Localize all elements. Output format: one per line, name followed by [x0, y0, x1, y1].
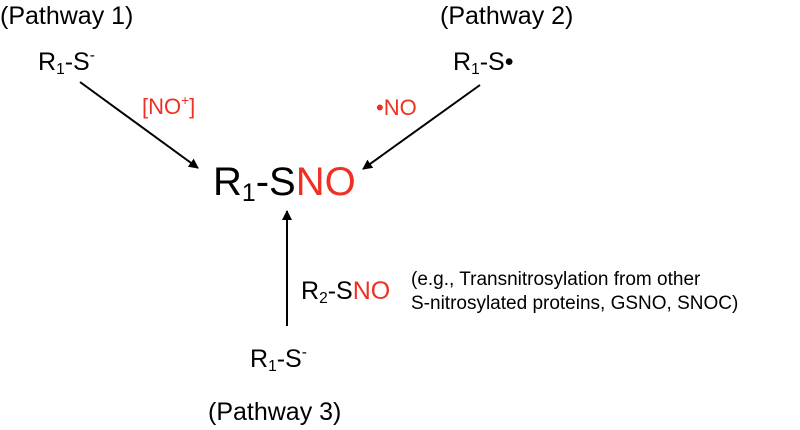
donor-snitrosothiol: R2-SNO — [301, 277, 391, 307]
reactant-thiolate: -S — [64, 48, 90, 76]
pathway-2-title: (Pathway 2) — [440, 2, 574, 30]
reactant-subscript: 1 — [268, 357, 277, 375]
reactant-charge: - — [301, 343, 307, 361]
reactant-charge: - — [89, 46, 95, 64]
pathway-1-arrow — [79, 81, 199, 169]
reactant-thiyl-radical: -S• — [479, 48, 514, 76]
product-sulfur: -S — [255, 160, 296, 204]
reactant-subscript: 1 — [471, 60, 480, 78]
donor-note-line-2: S-nitrosylated proteins, GSNO, SNOC) — [411, 292, 739, 314]
reactant-prefix: R — [250, 345, 269, 373]
donor-subscript: 2 — [319, 289, 328, 307]
pathway-1-title: (Pathway 1) — [0, 2, 134, 30]
reactant-subscript: 1 — [56, 60, 65, 78]
product-snitrosothiol: R1-SNO — [213, 160, 356, 206]
reagent-nitrosonium: [NO — [142, 94, 182, 119]
donor-note: (e.g., Transnitrosylation from other S-n… — [411, 268, 738, 316]
reagent-bracket: ] — [189, 94, 196, 119]
donor-note-line-1: (e.g., Transnitrosylation from other — [411, 269, 701, 290]
pathway-2-reactant: R1-S• — [453, 48, 514, 78]
pathway-1-reagent: [NO+] — [142, 93, 196, 119]
reactant-prefix: R — [453, 48, 472, 76]
product-nitroso-group: NO — [295, 160, 356, 204]
donor-sulfur: -S — [327, 277, 353, 305]
reactant-prefix: R — [38, 48, 57, 76]
product-prefix: R — [213, 160, 242, 204]
pathway-3-title: (Pathway 3) — [208, 398, 342, 426]
donor-nitroso-group: NO — [352, 277, 391, 305]
pathway-1-reactant: R1-S- — [38, 46, 95, 78]
reagent-charge: + — [181, 93, 190, 109]
pathway-2-arrow — [362, 84, 481, 170]
pathway-2-reagent: •NO — [376, 95, 417, 120]
reactant-thiolate: -S — [276, 345, 302, 373]
pathway-3-reactant: R1-S- — [250, 343, 307, 375]
product-subscript: 1 — [241, 180, 256, 208]
donor-prefix: R — [301, 277, 320, 305]
